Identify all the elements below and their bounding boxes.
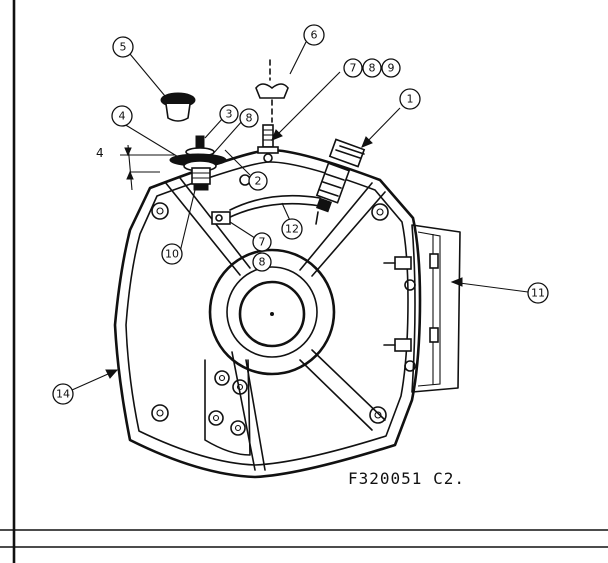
- housing-outline: [113, 148, 422, 479]
- bolt-hole-lower-center-inner: [212, 414, 220, 422]
- lower-left-boss: [204, 359, 251, 456]
- wing-nut-part-6: [255, 59, 289, 123]
- bolt-hole-bottom-left: [151, 404, 169, 422]
- callout-12: 12: [285, 223, 299, 236]
- callout-7a-circle: [343, 58, 363, 78]
- bolt-hole-lower: [230, 420, 246, 436]
- callout-6-circle: [303, 24, 325, 46]
- bolt-hole-left-low: [232, 379, 248, 395]
- bolt-hole-left-mid: [214, 370, 230, 386]
- leader-8a: [211, 119, 244, 156]
- callout-14-circle: [52, 383, 74, 405]
- callout-8a: 8: [369, 62, 376, 75]
- leader-5: [129, 53, 166, 97]
- leader-2: [224, 149, 251, 176]
- callout-11-circle: [527, 282, 549, 304]
- rib-lower-right-a: [311, 349, 386, 421]
- bolt-hole-left-mid-inner: [218, 374, 226, 382]
- leader-7b: [229, 221, 259, 241]
- callout-3-circle: [219, 104, 239, 124]
- element-post-assembly: [169, 135, 227, 191]
- thermostat-part-1: [315, 138, 366, 225]
- callout-8c-circle: [239, 108, 259, 128]
- hub-outer: [208, 248, 336, 376]
- callout-14: 14: [56, 388, 70, 401]
- rib-lower-right-b: [299, 359, 373, 431]
- callout-5: 5: [120, 41, 127, 54]
- leader-4: [123, 123, 181, 159]
- terminal-tab-upper: [429, 253, 439, 269]
- hub-bore: [238, 280, 306, 348]
- bolt-hole-top-left: [151, 202, 169, 220]
- dimension-4-label: 4: [96, 146, 104, 160]
- wire-connector: [211, 211, 231, 225]
- callout-3: 3: [226, 108, 233, 121]
- terminal-block: [411, 224, 461, 393]
- terminal-block-inner: [417, 231, 441, 387]
- callout-2: 2: [255, 175, 262, 188]
- figure-code: F320051 C2.: [348, 469, 465, 488]
- bolt-hole-left-low-inner: [236, 383, 244, 391]
- bolt-hole-top-right-inner: [376, 208, 384, 216]
- bolt-hole-top-right: [371, 203, 389, 221]
- bolt-hole-lower-inner: [234, 424, 242, 432]
- callout-7b: 7: [259, 236, 266, 249]
- wire-12: [229, 194, 321, 211]
- callout-10-circle: [161, 243, 183, 265]
- callout-12-circle: [281, 218, 303, 240]
- housing-inner-outline: [125, 161, 409, 466]
- leader-1-arrow: [361, 136, 373, 148]
- callout-8b: 8: [259, 256, 266, 269]
- callout-11: 11: [531, 287, 545, 300]
- leader-10: [179, 189, 196, 253]
- bolt-hole-top-left-inner: [156, 207, 164, 215]
- leader-789: [271, 71, 341, 141]
- bolt-hole-bottom-right-inner: [374, 411, 382, 419]
- hub-center-dot: [270, 312, 274, 316]
- bolt-hole-lower-center: [208, 410, 224, 426]
- callout-8a-circle: [362, 58, 382, 78]
- callout-1: 1: [407, 93, 414, 106]
- callout-8c: 8: [246, 112, 253, 125]
- callout-5-circle: [112, 36, 134, 58]
- terminal-lower-screw: [404, 360, 416, 372]
- terminal-upper: [394, 256, 412, 270]
- leader-789-arrow: [271, 129, 283, 141]
- terminal-lower: [394, 338, 412, 352]
- bolt-hole-bottom-right: [369, 406, 387, 424]
- dimension-4: [120, 144, 175, 191]
- callout-7b-circle: [252, 232, 272, 252]
- callout-9: 9: [388, 62, 395, 75]
- wire-12-b: [227, 202, 321, 219]
- rib-lower-left-a: [231, 351, 256, 471]
- callout-8b-circle: [252, 252, 272, 272]
- callout-4: 4: [119, 110, 126, 123]
- leader-11: [451, 281, 529, 293]
- cap-part-5: [160, 92, 196, 122]
- callout-1-circle: [399, 88, 421, 110]
- bolt-hole-bottom-left-inner: [156, 409, 164, 417]
- rib-upper-right-b: [311, 191, 386, 277]
- callout-4-circle: [111, 105, 133, 127]
- callout-10: 10: [165, 248, 179, 261]
- leader-3: [204, 117, 224, 139]
- leader-11-arrow: [450, 277, 463, 287]
- hub-mid: [226, 266, 318, 358]
- terminal-tab-lower: [429, 327, 439, 343]
- leader-14-arrow: [105, 369, 119, 379]
- leader-6: [289, 41, 307, 75]
- callout-7a: 7: [350, 62, 357, 75]
- screw-part-789: [257, 124, 279, 163]
- callout-9-circle: [381, 58, 401, 78]
- rib-upper-left-a: [164, 181, 241, 276]
- terminal-upper-screw: [404, 279, 416, 291]
- wire-connector-screw: [215, 214, 223, 222]
- callout-2-circle: [248, 171, 268, 191]
- callout-6: 6: [311, 29, 318, 42]
- rib-upper-right-a: [299, 182, 373, 271]
